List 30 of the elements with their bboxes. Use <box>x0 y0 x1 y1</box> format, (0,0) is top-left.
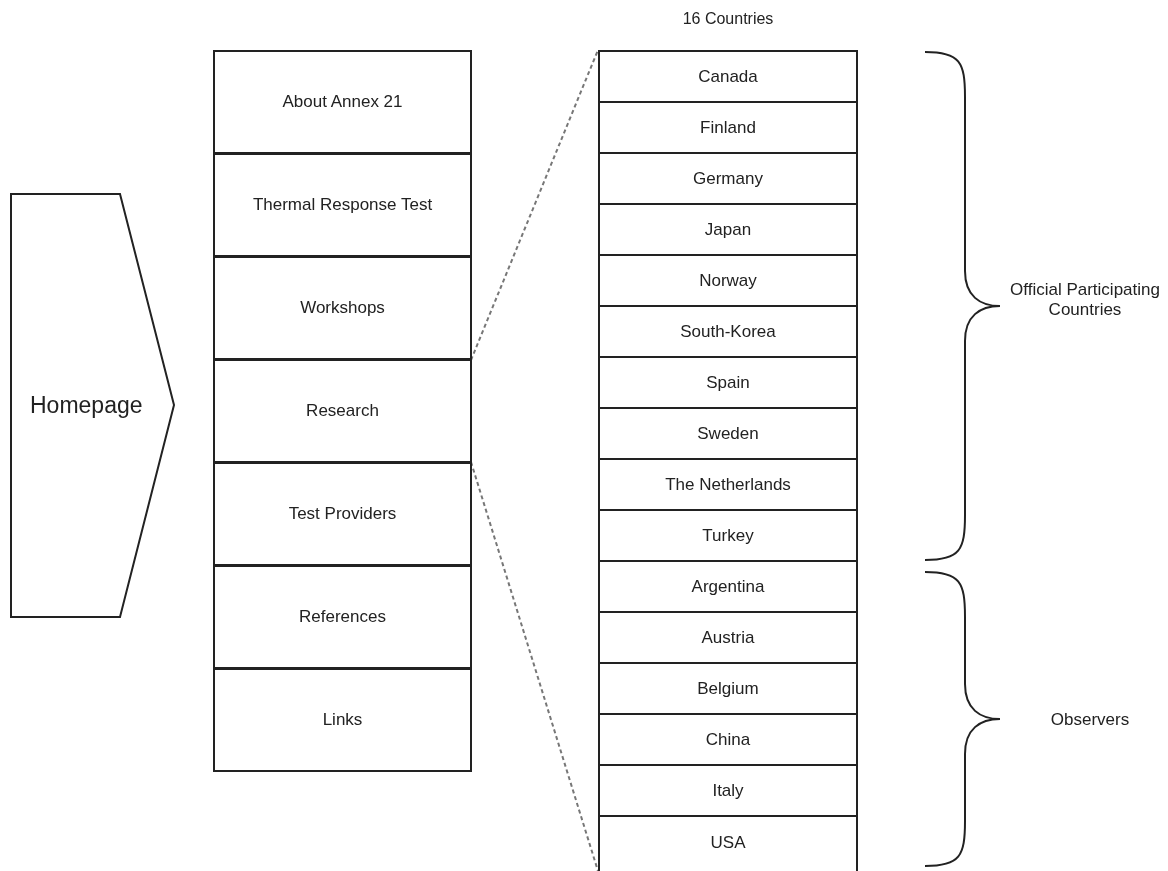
pentagon-arrow-box <box>10 193 176 618</box>
menu-box: Research <box>213 359 472 463</box>
menu-box: About Annex 21 <box>213 50 472 154</box>
menu-box: Test Providers <box>213 462 472 566</box>
country-row: Canada <box>600 52 856 103</box>
country-row: Turkey <box>600 511 856 562</box>
zoom-line <box>470 461 599 871</box>
node-label: Homepage <box>30 392 143 419</box>
menu-box: Thermal Response Test <box>213 153 472 257</box>
country-row: Italy <box>600 766 856 817</box>
country-row: Argentina <box>600 562 856 613</box>
country-row: Sweden <box>600 409 856 460</box>
menu-box: Workshops <box>213 256 472 360</box>
country-row: Spain <box>600 358 856 409</box>
country-row: Japan <box>600 205 856 256</box>
zoom-line <box>470 49 599 361</box>
list-heading: 16 Countries <box>682 10 774 28</box>
country-row: Austria <box>600 613 856 664</box>
country-row: Germany <box>600 154 856 205</box>
country-row: Finland <box>600 103 856 154</box>
country-row: China <box>600 715 856 766</box>
country-row: The Netherlands <box>600 460 856 511</box>
menu-box: Links <box>213 668 472 772</box>
country-row: Norway <box>600 256 856 307</box>
country-row: USA <box>600 817 856 868</box>
bracket-label: Observers <box>1049 710 1131 730</box>
country-row: South-Korea <box>600 307 856 358</box>
country-row: Belgium <box>600 664 856 715</box>
bracket-label: Official Participating Countries <box>1009 280 1161 320</box>
menu-box: References <box>213 565 472 669</box>
